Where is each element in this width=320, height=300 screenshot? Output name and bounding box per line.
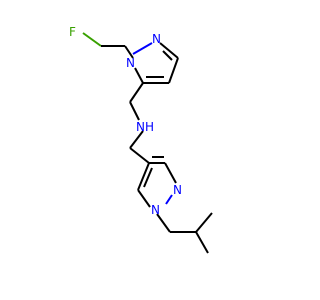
atom-labels: F N N NH N N (69, 25, 182, 217)
bond-c3-n2-bottom (164, 162, 177, 184)
bond-ch-ch3-a (195, 212, 213, 233)
bond-n1-n2-top (132, 42, 153, 55)
molecule-structure: F N N NH N N (69, 25, 213, 254)
bond-f-c (82, 32, 102, 47)
bond-ch2-nh (129, 101, 140, 121)
bond-n2-c3-top-a (159, 42, 179, 59)
atom-n-pyrazole-top-1: N (126, 56, 135, 70)
bond-n1-ch2-isobutyl (156, 213, 171, 233)
bond-c5-c4-bottom-b (143, 167, 153, 188)
bond-n1-c5-bottom (137, 189, 151, 208)
bond-ch-ch3-b (195, 231, 209, 254)
bond-nh-ch2 (129, 130, 144, 149)
bond-c3-c4-top (168, 57, 179, 84)
bond-n2-c3-top-b (162, 50, 173, 61)
bond-c5-ch2-top (129, 82, 144, 103)
bond-n2-n1-bottom (165, 194, 173, 205)
bond-ch2-c4-bottom (129, 147, 150, 164)
atom-n-pyrazole-top-2: N (152, 32, 161, 46)
atom-n-pyrazole-bottom-2: N (173, 183, 182, 197)
bond-c-n1-top (124, 45, 134, 59)
atom-n-pyrazole-bottom-1: N (151, 203, 160, 217)
atom-amine: NH (136, 120, 154, 134)
atom-fluorine: F (69, 25, 76, 39)
bond-c5-n1-top (134, 67, 144, 84)
bond-c5-c4-bottom-a (137, 162, 150, 191)
bonds (82, 32, 213, 254)
